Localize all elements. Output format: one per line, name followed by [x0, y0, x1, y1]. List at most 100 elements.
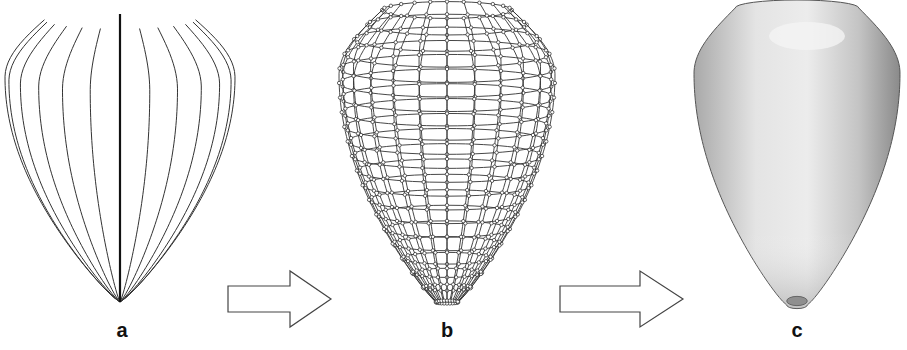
mesh-node	[358, 166, 361, 169]
meridian-curve	[120, 26, 201, 302]
mesh-node	[473, 97, 476, 100]
mesh-node	[425, 208, 428, 211]
mesh-node	[471, 152, 474, 155]
mesh-node	[508, 6, 511, 9]
mesh-meridian	[353, 6, 437, 302]
mesh-node	[386, 191, 389, 194]
mesh-node	[420, 152, 423, 155]
mesh-node	[467, 173, 470, 176]
mesh-node	[498, 99, 501, 102]
mesh-node	[376, 18, 379, 21]
mesh-node	[507, 217, 510, 220]
surface-body	[694, 0, 900, 309]
meridian-curve	[90, 29, 120, 302]
mesh-node	[420, 127, 423, 130]
mesh-node	[445, 53, 448, 56]
mesh-node	[513, 163, 516, 166]
mesh-node	[436, 267, 439, 270]
mesh-node	[456, 300, 459, 303]
mesh-node	[406, 207, 409, 210]
mesh-meridian	[455, 4, 523, 301]
mesh-node	[403, 174, 406, 177]
mesh-node	[417, 53, 420, 56]
mesh-node	[549, 63, 552, 66]
mesh-node	[502, 30, 505, 33]
mesh-node	[400, 159, 403, 162]
mesh-node	[418, 236, 421, 239]
mesh-node	[429, 16, 432, 19]
mesh-node	[497, 137, 500, 140]
mesh-node	[393, 240, 396, 243]
mesh-node	[485, 14, 488, 17]
mesh-node	[528, 148, 531, 151]
mesh-node	[373, 135, 376, 138]
mesh-node	[527, 181, 530, 184]
mesh-node	[396, 151, 399, 154]
mesh-node	[423, 173, 426, 176]
mesh-node	[367, 163, 370, 166]
mesh-node	[472, 39, 475, 42]
mesh-node	[421, 286, 424, 289]
mesh-node	[462, 284, 465, 287]
block-arrow	[560, 271, 683, 327]
mesh-node	[359, 133, 362, 136]
mesh-node	[490, 179, 493, 182]
mesh-meridian	[393, 17, 441, 303]
mesh-node	[490, 222, 493, 225]
mesh-meridian	[419, 2, 444, 301]
mesh-node	[513, 203, 516, 206]
mesh-node	[445, 235, 448, 238]
mesh-meridian	[353, 14, 437, 303]
mesh-node	[425, 188, 428, 191]
mesh-node	[423, 251, 426, 254]
bottom-cap	[787, 296, 808, 305]
mesh-node	[464, 204, 467, 207]
mesh-node	[500, 191, 503, 194]
mesh-node	[428, 267, 431, 270]
mesh-node	[349, 136, 352, 139]
mesh-node	[498, 122, 501, 125]
mesh-node	[466, 13, 469, 16]
mesh-node	[468, 251, 471, 254]
mesh-node	[431, 235, 434, 238]
mesh-node	[499, 69, 502, 72]
mesh-node	[445, 13, 448, 16]
mesh-node	[497, 41, 500, 44]
mesh-node	[492, 238, 495, 241]
mesh-node	[413, 261, 416, 264]
mesh-node	[539, 88, 542, 91]
mesh-node	[477, 252, 480, 255]
mesh-node	[428, 284, 431, 287]
mesh-node	[522, 71, 525, 74]
mesh-node	[477, 220, 480, 223]
mesh-node	[363, 161, 366, 164]
mesh-node	[518, 43, 521, 46]
mesh-node	[445, 283, 448, 286]
mesh-node	[513, 193, 516, 196]
mesh-node	[377, 210, 380, 213]
mesh-node	[401, 222, 404, 225]
mesh-node	[371, 120, 374, 123]
mesh-node	[472, 248, 475, 251]
mesh-meridian	[457, 14, 541, 303]
mesh-node	[465, 208, 468, 211]
mesh-node	[384, 217, 387, 220]
mesh-node	[553, 81, 556, 84]
mesh-node	[534, 118, 537, 121]
mesh-meridian	[419, 18, 444, 303]
mesh-node	[413, 1, 416, 4]
mesh-node	[478, 1, 481, 4]
surface-shadow	[694, 0, 900, 309]
mesh-node	[445, 82, 448, 85]
mesh-node	[421, 166, 424, 169]
mesh-node	[389, 4, 392, 7]
mesh-node	[422, 158, 425, 161]
mesh-node	[402, 255, 405, 258]
mesh-node	[398, 238, 401, 241]
mesh-node	[470, 166, 473, 169]
mesh-node	[400, 179, 403, 182]
mesh-node	[487, 174, 490, 177]
mesh-node	[552, 96, 555, 99]
mesh-node	[424, 284, 427, 287]
mesh-node	[498, 240, 501, 243]
